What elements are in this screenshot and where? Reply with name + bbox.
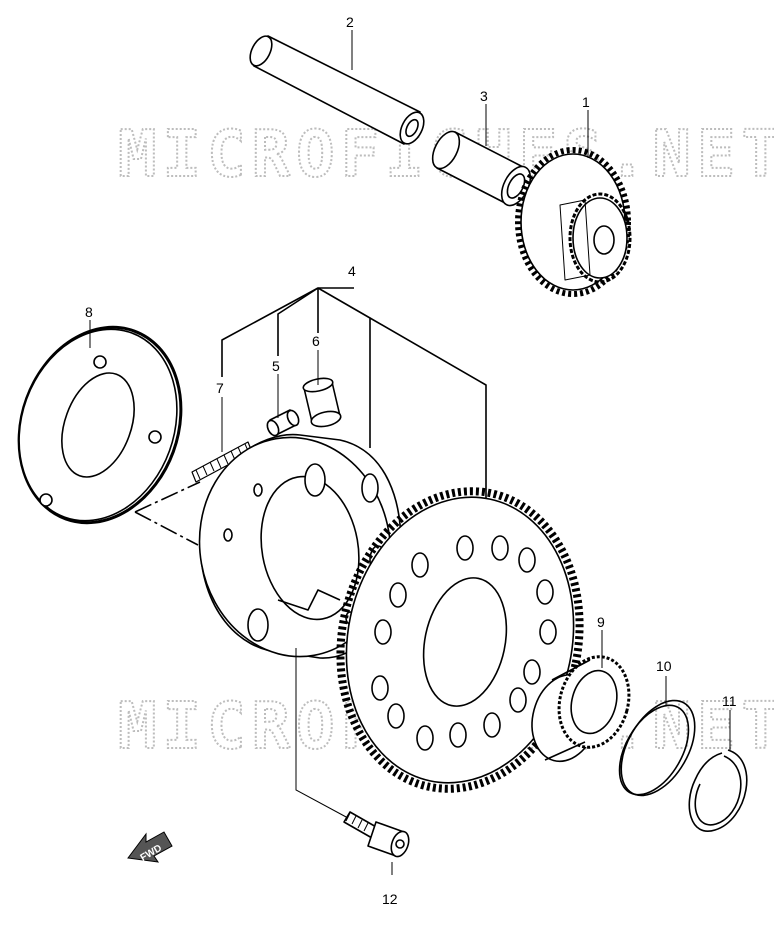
callout-5: 5 — [272, 358, 280, 374]
roller-part — [266, 409, 300, 437]
alignment-line — [134, 481, 201, 546]
callout-3: 3 — [480, 88, 488, 104]
callout-2: 2 — [346, 14, 354, 30]
bolt-part — [343, 811, 410, 858]
idle-gear-part — [515, 147, 632, 297]
callout-leader-lines — [89, 30, 731, 875]
callout-8: 8 — [85, 304, 93, 320]
callout-9: 9 — [597, 614, 605, 630]
spring-part — [191, 441, 253, 483]
shaft-part — [249, 35, 425, 145]
callout-10: 10 — [656, 658, 672, 674]
starter-gear-part — [336, 487, 584, 793]
bushing-part — [431, 130, 532, 207]
assembly-leader-lines — [221, 287, 487, 500]
callout-11: 11 — [722, 693, 737, 709]
callout-1: 1 — [582, 94, 590, 110]
plate-part — [17, 325, 183, 525]
circlip-part — [688, 749, 748, 833]
callout-7: 7 — [216, 380, 224, 396]
forward-arrow-icon: FWD — [127, 831, 173, 864]
callout-labels: 1 2 3 4 5 6 7 8 9 10 11 12 — [85, 14, 737, 907]
washer-part — [618, 699, 696, 797]
callout-6: 6 — [312, 333, 320, 349]
cap-part — [302, 377, 342, 428]
callout-12: 12 — [382, 891, 398, 907]
needle-bearing-part — [531, 655, 631, 763]
clutch-housing-part — [198, 433, 402, 659]
callout-4: 4 — [348, 263, 356, 279]
